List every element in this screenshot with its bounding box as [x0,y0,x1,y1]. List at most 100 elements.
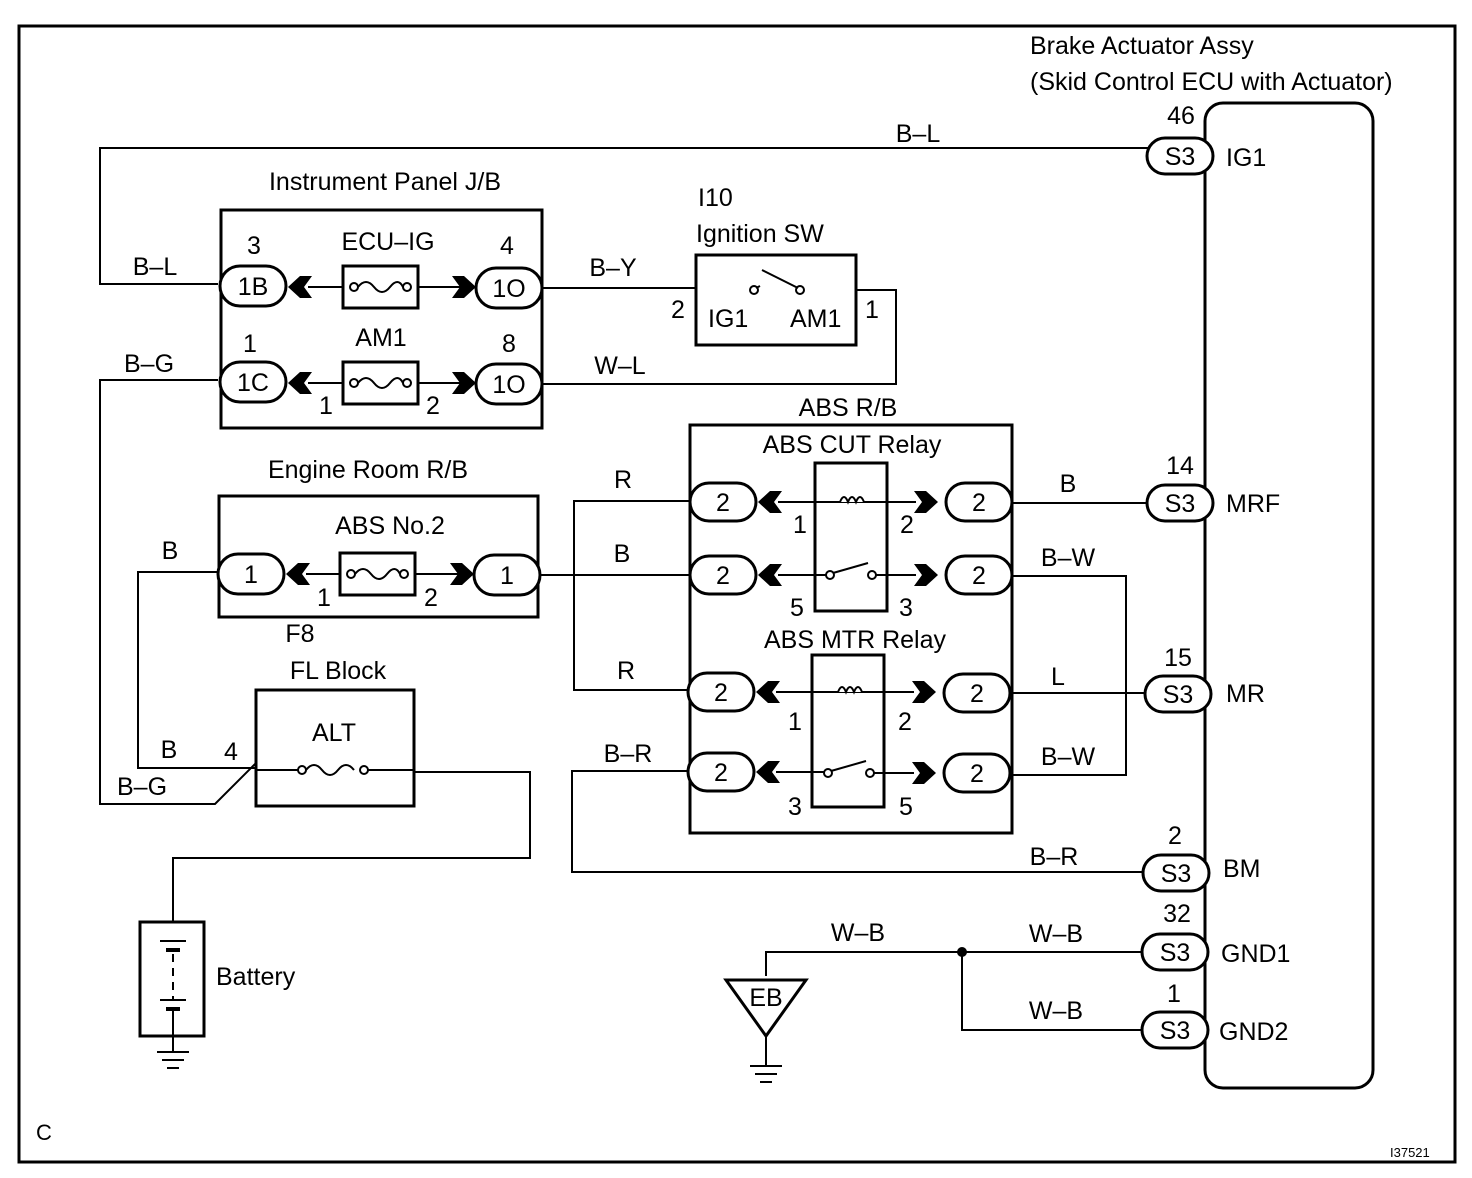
ground-label: EB [749,984,782,1012]
fl-block: FL Block ALT 4 [224,657,416,808]
terminal-bm-conn: S3 [1161,860,1192,888]
wire-label: L [1051,663,1065,691]
terminal-mrf-connector [1145,483,1215,523]
engine-room-rb: Engine Room R/B ABS No.2 1 1 1 2 F8 [216,456,542,648]
abs-conn-label: 2 [970,680,984,708]
terminal-gnd1-connector [1140,932,1210,972]
relay-switch-icon [832,562,869,574]
ignition-sw-name: Ignition SW [696,220,824,248]
ignition-sw-pin-right: 1 [865,296,879,324]
terminal-bm: 2 S3 BM [1141,822,1261,893]
cut-coil-left-pin: 1 [793,511,807,539]
terminal-ig1-conn: S3 [1165,143,1196,171]
wire-r-bus [573,500,690,691]
terminal-mr-pin: 15 [1164,644,1192,672]
wire-label: B–W [1041,544,1096,572]
abs-conn-label: 2 [972,562,986,590]
terminal-ig1-name: IG1 [1226,144,1266,172]
ip-1o-bot-pin: 8 [502,330,516,358]
terminal-gnd1-name: GND1 [1221,940,1290,968]
er-conn-left [216,552,286,596]
ip-1c-label: 1C [237,369,269,397]
ignition-sw-ig1: IG1 [708,305,748,333]
ip-1c-connector [218,360,288,404]
am1-left-pin: 1 [319,392,333,420]
wire-label: B–Y [589,254,637,282]
arrow-icon [288,372,312,394]
ignition-sw-pin-left: 2 [671,296,685,324]
terminal-gnd1-conn: S3 [1160,939,1191,967]
battery-label: Battery [216,963,296,991]
terminal-mr: 15 S3 MR [1143,644,1265,714]
wire-label: B [614,540,631,568]
battery: Battery [138,920,296,1069]
terminal-gnd2-connector [1140,1010,1210,1050]
fl-block-box [254,688,416,808]
er-pin-left: 1 [317,584,331,612]
ignition-sw-code: I10 [698,184,733,212]
ip-1b-label: 1B [238,273,269,301]
terminal-mr-name: MR [1226,680,1265,708]
ecu-ig-fuse-label: ECU–IG [341,228,434,256]
relay-coil-icon [837,686,863,695]
wire-label: B–R [604,740,653,768]
wire-b-w [1012,575,1127,776]
wire-label: B–L [896,120,941,148]
wires [99,147,1148,1031]
terminal-gnd2-name: GND2 [1219,1018,1288,1046]
terminal-mrf-conn: S3 [1165,490,1196,518]
ignition-sw-box [694,253,858,347]
ground-triangle-icon [723,978,809,1039]
wire-w-b [765,951,1142,976]
arrow-icon [450,563,474,585]
alt-fuse-label: ALT [312,719,356,747]
arrow-icon [452,372,476,394]
wire-label: R [614,466,632,494]
wire-ig-sw-am1 [541,289,897,385]
ignition-switch: I10 Ignition SW IG1 AM1 2 1 [671,184,879,347]
ip-1o-bot-connector [474,362,544,406]
er-pin-right: 2 [424,584,438,612]
ip-1o-top-pin: 4 [500,232,514,260]
abs-rb-box [688,423,1014,835]
wire-label: B [162,537,179,565]
wire-label: B–G [124,350,174,378]
abs-conn [942,672,1012,714]
wire-label: B–W [1041,743,1096,771]
wire-alt-battery [172,771,531,922]
abs-conn-label: 2 [716,562,730,590]
wire-labels: B–L B–L B–Y W–L B–G B–G B B R B R B–R B … [117,120,1096,1025]
er-code: F8 [285,620,314,648]
ip-1c-pin: 1 [243,330,257,358]
wire-label: B–G [117,773,167,801]
abs-conn-label: 2 [972,489,986,517]
cut-sw-left-pin: 5 [790,594,804,622]
terminal-bm-name: BM [1223,855,1261,883]
instrument-panel-title: Instrument Panel J/B [269,168,501,196]
relay-switch-icon [830,760,867,772]
abs-conn [942,752,1012,794]
terminal-gnd1-pin: 32 [1163,900,1191,928]
outer-frame [17,24,1457,1164]
terminal-mr-conn: S3 [1163,681,1194,709]
wire-w-b-gnd2 [961,952,1142,1031]
instrument-panel-jb: Instrument Panel J/B 3 1B ECU–IG 4 1O 1 … [218,168,544,430]
ip-1o-bot-label: 1O [492,371,525,399]
terminal-ig1-pin: 46 [1167,102,1195,130]
wire-label: W–B [1029,920,1083,948]
terminal-bm-pin: 2 [1168,822,1182,850]
wire-label: B–R [1030,843,1079,871]
fl-block-title: FL Block [290,657,387,685]
ip-1b-connector [218,264,288,308]
abs-conn [688,481,758,523]
am1-fuse-label: AM1 [355,324,406,352]
wire-label: B [1060,470,1077,498]
abs-conn [688,554,758,596]
terminal-ig1-connector [1145,136,1215,176]
abs-conn [944,481,1014,523]
wire-b-r [571,770,1146,873]
abs-conn-label: 2 [716,489,730,517]
terminal-gnd2-pin: 1 [1167,980,1181,1008]
ignition-sw-am1: AM1 [790,305,841,333]
